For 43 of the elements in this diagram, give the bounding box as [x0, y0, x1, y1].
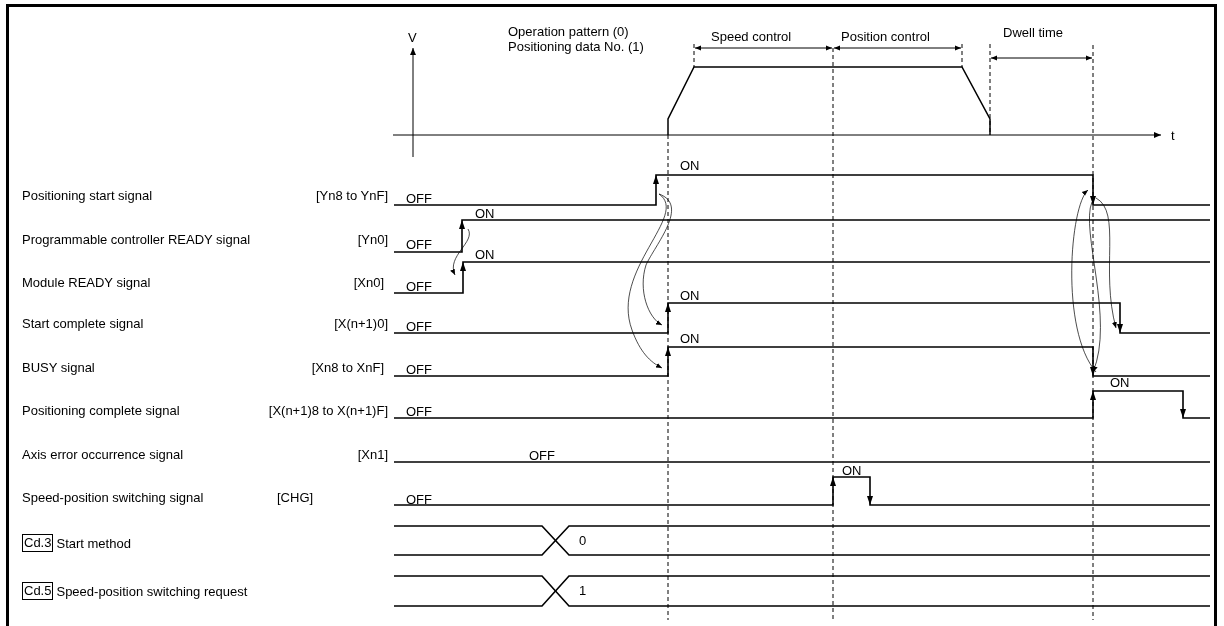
state-label: OFF	[406, 404, 432, 419]
signal-address: [Yn8 to YnF]	[315, 188, 388, 203]
parameter-name: Start method	[56, 535, 131, 551]
signal-name: Start complete signal	[22, 316, 144, 331]
state-label: OFF	[406, 492, 432, 507]
parameter-box: Cd.5	[22, 582, 54, 600]
state-label: OFF	[406, 237, 432, 252]
state-label: ON	[842, 463, 862, 478]
signal-address: [Xn1]	[357, 447, 388, 462]
note-text: Operation pattern (0) Positioning data No. (1)	[508, 24, 645, 54]
signal-address: [Xn0]	[353, 275, 384, 290]
state-label: ON	[475, 206, 495, 221]
signal-address: [X(n+1)0]	[334, 316, 388, 331]
value-label: 0	[579, 533, 587, 548]
signal-name: Axis error occurrence signal	[22, 447, 184, 462]
state-label: ON	[680, 158, 700, 173]
dimension-label: Position control	[841, 29, 930, 44]
state-label: OFF	[406, 279, 432, 294]
signal-address: [CHG]	[277, 490, 314, 505]
signal-name: Positioning start signal	[22, 188, 153, 203]
signal-name: Positioning complete signal	[22, 403, 180, 418]
axis-label: t	[1171, 128, 1175, 143]
signal-name: BUSY signal	[22, 360, 95, 375]
state-label: ON	[680, 288, 700, 303]
state-label: OFF	[406, 362, 432, 377]
parameter-box: Cd.3	[22, 534, 54, 552]
dimension-label: Dwell time	[1003, 25, 1063, 40]
axis-label: V	[408, 30, 417, 45]
parameter-name: Speed-position switching request	[56, 583, 248, 599]
signal-address: [X(n+1)8 to X(n+1)F]	[268, 403, 388, 418]
value-label: 1	[579, 583, 587, 598]
signal-name: Programmable controller READY signal	[22, 232, 251, 247]
state-label: ON	[475, 247, 495, 262]
state-label: ON	[1110, 375, 1130, 390]
state-label: OFF	[529, 448, 555, 463]
state-label: OFF	[406, 191, 432, 206]
state-label: OFF	[406, 319, 432, 334]
signal-address: [Yn0]	[357, 232, 388, 247]
dimension-label: Speed control	[711, 29, 792, 44]
state-label: ON	[680, 331, 700, 346]
signal-name: Speed-position switching signal	[22, 490, 204, 505]
signal-name: Module READY signal	[22, 275, 151, 290]
signal-address: [Xn8 to XnF]	[311, 360, 384, 375]
